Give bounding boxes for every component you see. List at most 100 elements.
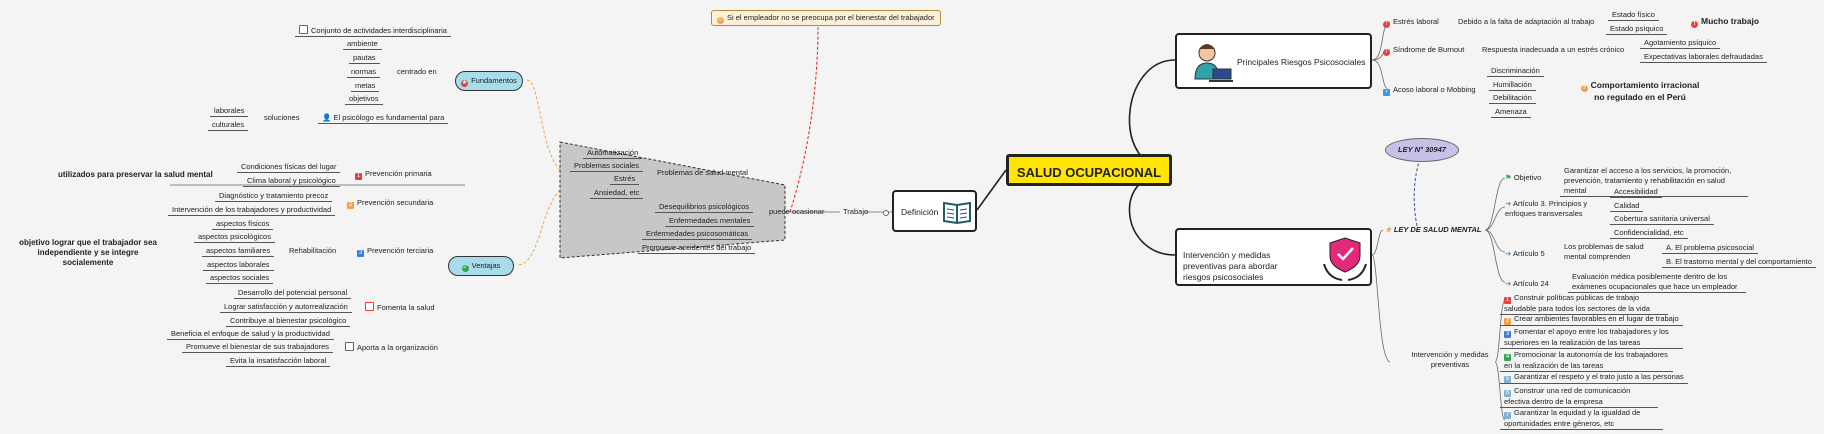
art3-item[interactable]: Confidencialidad, etc bbox=[1610, 228, 1688, 239]
estres-item[interactable]: Estado psíquico bbox=[1606, 24, 1668, 35]
soluciones-item[interactable]: culturales bbox=[208, 120, 249, 131]
burnout-causa[interactable]: Respuesta inadecuada a un estrés crónico bbox=[1482, 45, 1625, 54]
star-icon: ★ bbox=[461, 80, 469, 87]
acoso-item[interactable]: Discriminación bbox=[1487, 66, 1544, 77]
psm-item[interactable]: Problemas sociales bbox=[570, 161, 644, 172]
psych-item[interactable]: Enfermedades mentales bbox=[665, 216, 755, 227]
rehab-item[interactable]: aspectos laborales bbox=[203, 260, 274, 271]
comportamiento-note[interactable]: ?Comportamiento irracional no regulado e… bbox=[1580, 80, 1700, 102]
chart-icon bbox=[345, 342, 354, 351]
rehab-item[interactable]: aspectos psicológicos bbox=[194, 232, 275, 243]
burnout-item[interactable]: Agotamiento psíquico bbox=[1640, 38, 1721, 49]
art3-item[interactable]: Cobertura sanitaria universal bbox=[1610, 214, 1714, 225]
acoso-item[interactable]: Debilitación bbox=[1489, 93, 1536, 104]
objetivo-text[interactable]: Garantizar el acceso a los servicios, la… bbox=[1560, 166, 1748, 197]
medidas-node[interactable]: Intervención y medidas preventivas bbox=[1411, 350, 1489, 369]
acoso-item[interactable]: Amenaza bbox=[1491, 107, 1531, 118]
centrado-item[interactable]: ambiente bbox=[343, 39, 382, 50]
trabajo-label[interactable]: Trabajo bbox=[843, 207, 869, 216]
central-topic[interactable]: SALUD OCUPACIONAL bbox=[1006, 154, 1172, 186]
psych-item[interactable]: Promueve accidentes del trabajo bbox=[638, 243, 756, 254]
ley-node[interactable]: ★ LEY DE SALUD MENTAL bbox=[1385, 225, 1482, 234]
fomenta-item[interactable]: Desarrollo del potencial personal bbox=[234, 288, 352, 299]
aporta-item[interactable]: Beneficia el enfoque de salud y la produ… bbox=[167, 329, 334, 340]
acoso-item[interactable]: Humillación bbox=[1489, 80, 1536, 91]
employer-note[interactable]: ☺Si el empleador no se preocupa por el b… bbox=[711, 10, 941, 26]
art24-text[interactable]: Evaluación médica posiblemente dentro de… bbox=[1568, 272, 1746, 293]
riesgos-node[interactable]: Principales Riesgos Psicosociales bbox=[1175, 33, 1372, 89]
alert-icon: ! bbox=[1383, 49, 1390, 56]
soluciones-label[interactable]: soluciones bbox=[264, 113, 300, 122]
arrow-icon: ➜ bbox=[1505, 279, 1513, 288]
fundamentos-node[interactable]: ★Fundamentos bbox=[455, 71, 523, 91]
psych-item[interactable]: Enfermedades psicosomáticas bbox=[642, 229, 753, 240]
soluciones-item[interactable]: laborales bbox=[210, 106, 249, 117]
centrado-item[interactable]: objetivos bbox=[345, 94, 383, 105]
terciaria-note[interactable]: objetivo lograr que el trabajador sea in… bbox=[19, 238, 157, 267]
art3-item[interactable]: Calidad bbox=[1610, 201, 1644, 212]
art5-item[interactable]: B. El trastorno mental y del comportamie… bbox=[1662, 257, 1816, 268]
intervencion-node[interactable]: Intervención y medidas preventivas para … bbox=[1175, 228, 1372, 286]
art5-item[interactable]: A. El problema psicosocial bbox=[1662, 243, 1758, 254]
ley-cloud[interactable]: LEY N° 30947 bbox=[1385, 138, 1459, 162]
person-icon: 👤 bbox=[322, 113, 334, 122]
question-icon: ? bbox=[1580, 85, 1588, 92]
centrado-item[interactable]: normas bbox=[347, 67, 381, 78]
fundamentos-label: Fundamentos bbox=[471, 76, 517, 85]
psm-item[interactable]: Ansiedad, etc bbox=[590, 188, 644, 199]
psych-item[interactable]: Desequilibrios psicológicos bbox=[655, 202, 754, 213]
psm-item[interactable]: Automatización bbox=[583, 148, 643, 159]
centrado-item[interactable]: pautas bbox=[349, 53, 380, 64]
definicion-node[interactable]: Definición bbox=[892, 190, 977, 232]
problemas-salud-mental-label[interactable]: Problemas de salud mental bbox=[657, 168, 748, 177]
objetivo-node[interactable]: ⚑ Objetivo bbox=[1505, 173, 1542, 182]
smiley-icon: ☺ bbox=[717, 17, 724, 24]
aporta-node[interactable]: Aporta a la organización bbox=[345, 342, 438, 353]
art3-item[interactable]: Accesibilidad bbox=[1610, 187, 1662, 198]
art3-node[interactable]: ➜ Artículo 3. Principios y enfoques tran… bbox=[1505, 199, 1588, 218]
psm-item[interactable]: Estrés bbox=[610, 174, 640, 185]
burnout-node[interactable]: !Síndrome de Burnout bbox=[1383, 45, 1464, 56]
aporta-item[interactable]: Evita la insatisfacción laboral bbox=[226, 356, 331, 367]
fomenta-node[interactable]: Fomenta la salud bbox=[365, 302, 435, 313]
rehab-item[interactable]: aspectos físicos bbox=[212, 219, 274, 230]
conjunto-text[interactable]: Conjunto de actividades interdisciplinar… bbox=[295, 25, 451, 37]
fomenta-item[interactable]: Contribuye al bienestar psicológico bbox=[226, 316, 351, 327]
rehabilitacion-label[interactable]: Rehabilitación bbox=[289, 246, 337, 255]
aporta-item[interactable]: Promueve el bienestar de sus trabajadore… bbox=[182, 342, 333, 353]
burnout-item[interactable]: Expectativas laborales defraudadas bbox=[1640, 52, 1767, 63]
art5-text[interactable]: Los problemas de salud mental comprenden bbox=[1564, 242, 1644, 261]
stressed-worker-icon bbox=[1194, 44, 1233, 82]
primaria-item[interactable]: Clima laboral y psicológico bbox=[243, 176, 340, 187]
centrado-item[interactable]: metas bbox=[351, 81, 380, 92]
secundaria-item[interactable]: Diagnóstico y tratamiento precoz bbox=[215, 191, 333, 202]
estres-node[interactable]: !Estrés laboral bbox=[1383, 17, 1439, 28]
fomenta-item[interactable]: Lograr satisfacción y autorrealización bbox=[220, 302, 352, 313]
mucho-trabajo[interactable]: !Mucho trabajo bbox=[1691, 16, 1759, 28]
puede-ocasionar-label[interactable]: puede ocasionar bbox=[769, 207, 825, 216]
psicologo-text[interactable]: 👤 El psicólogo es fundamental para bbox=[318, 113, 449, 124]
rehab-item[interactable]: aspectos sociales bbox=[206, 273, 274, 284]
art5-node[interactable]: ➜ Artículo 5 bbox=[1505, 249, 1545, 258]
estres-causa[interactable]: Debido a la falta de adaptación al traba… bbox=[1458, 17, 1595, 26]
centrado-en-label[interactable]: centrado en bbox=[397, 67, 437, 76]
art24-node[interactable]: ➜ Artículo 24 bbox=[1505, 279, 1549, 288]
secundaria-item[interactable]: Intervención de los trabajadores y produ… bbox=[168, 205, 336, 216]
primaria-item[interactable]: Condiciones físicas del lugar bbox=[237, 162, 341, 173]
info-icon: i bbox=[1383, 89, 1390, 96]
rehab-item[interactable]: aspectos familiares bbox=[202, 246, 275, 257]
estres-item[interactable]: Estado físico bbox=[1608, 10, 1659, 21]
ventajas-node[interactable]: ✓Ventajas bbox=[448, 256, 514, 276]
primaria-note[interactable]: utilizados para preservar la salud menta… bbox=[58, 170, 213, 179]
